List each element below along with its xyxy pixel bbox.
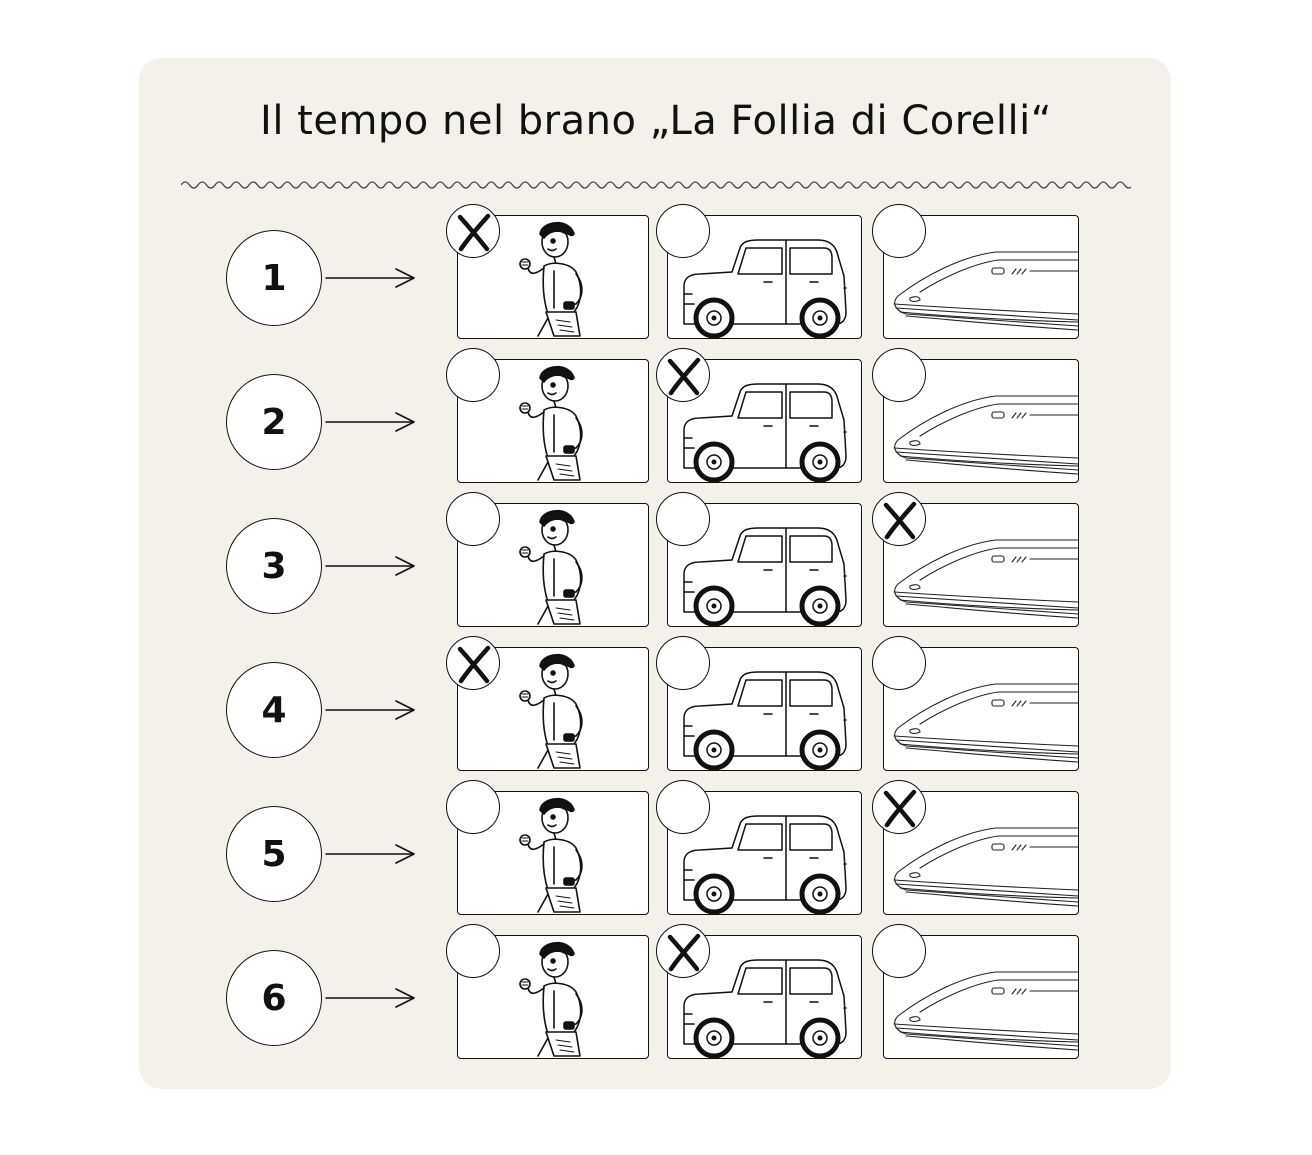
answer-checkbox[interactable] [872,492,926,546]
row-number: 6 [226,950,322,1046]
option-card-runner[interactable] [446,204,649,339]
option-card-runner[interactable] [446,348,649,483]
arrow-icon [325,700,415,720]
option-card-runner[interactable] [446,636,649,771]
answer-checkbox[interactable] [446,204,500,258]
train-icon [893,683,1078,763]
worksheet-title: Il tempo nel brano „La Follia di Corelli… [260,98,1052,144]
option-card-car[interactable] [656,492,862,627]
row-number: 1 [226,230,322,326]
answer-checkbox[interactable] [656,636,710,690]
option-card-train[interactable] [872,780,1079,915]
arrow-icon [325,268,415,288]
runner-icon [519,509,583,625]
answer-checkbox[interactable] [872,636,926,690]
answer-checkbox[interactable] [872,204,926,258]
option-card-train[interactable] [872,924,1079,1059]
cross-mark-icon [883,501,917,540]
car-icon [683,671,847,770]
option-card-runner[interactable] [446,924,649,1059]
cross-mark-icon [667,933,701,972]
train-icon [893,395,1078,475]
car-icon [683,959,847,1058]
runner-icon [519,941,583,1057]
arrow-icon [325,412,415,432]
arrow-icon [325,988,415,1008]
row-number: 4 [226,662,322,758]
runner-icon [519,365,583,481]
option-card-train[interactable] [872,492,1079,627]
cross-mark-icon [457,213,491,252]
answer-checkbox[interactable] [872,924,926,978]
cross-mark-icon [883,789,917,828]
row-number: 3 [226,518,322,614]
option-card-train[interactable] [872,636,1079,771]
row-number: 5 [226,806,322,902]
runner-icon [519,653,583,769]
cross-mark-icon [667,357,701,396]
option-card-car[interactable] [656,348,862,483]
answer-checkbox[interactable] [446,780,500,834]
answer-checkbox[interactable] [446,492,500,546]
runner-icon [519,221,583,337]
train-icon [893,971,1078,1051]
train-icon [893,827,1078,907]
answer-checkbox[interactable] [446,636,500,690]
train-icon [893,251,1078,331]
answer-checkbox[interactable] [872,348,926,402]
arrow-icon [325,844,415,864]
option-card-car[interactable] [656,780,862,915]
car-icon [683,383,847,482]
option-card-train[interactable] [872,348,1079,483]
car-icon [683,527,847,626]
arrow-icon [325,556,415,576]
answer-checkbox[interactable] [872,780,926,834]
answer-checkbox[interactable] [656,924,710,978]
option-card-runner[interactable] [446,492,649,627]
answer-checkbox[interactable] [446,924,500,978]
option-card-car[interactable] [656,636,862,771]
option-card-car[interactable] [656,924,862,1059]
cross-mark-icon [457,645,491,684]
train-icon [893,539,1078,619]
option-card-runner[interactable] [446,780,649,915]
runner-icon [519,797,583,913]
wavy-divider [181,181,1131,189]
answer-checkbox[interactable] [656,204,710,258]
answer-checkbox[interactable] [656,780,710,834]
row-number: 2 [226,374,322,470]
answer-checkbox[interactable] [656,348,710,402]
car-icon [683,815,847,914]
option-card-car[interactable] [656,204,862,339]
option-card-train[interactable] [872,204,1079,339]
answer-checkbox[interactable] [446,348,500,402]
answer-checkbox[interactable] [656,492,710,546]
car-icon [683,239,847,338]
